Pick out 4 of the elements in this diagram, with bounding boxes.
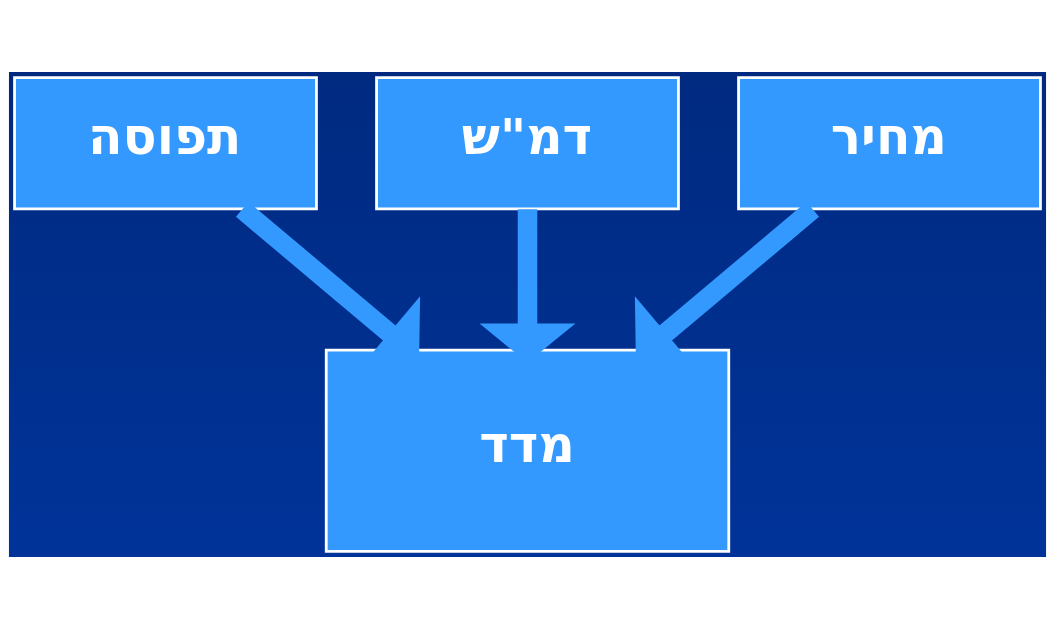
node-box: מדד [324, 348, 731, 553]
node-box: דמ"ש [375, 76, 680, 211]
node-box: מחיר [737, 76, 1042, 211]
node-box: תפוסה [13, 76, 318, 211]
